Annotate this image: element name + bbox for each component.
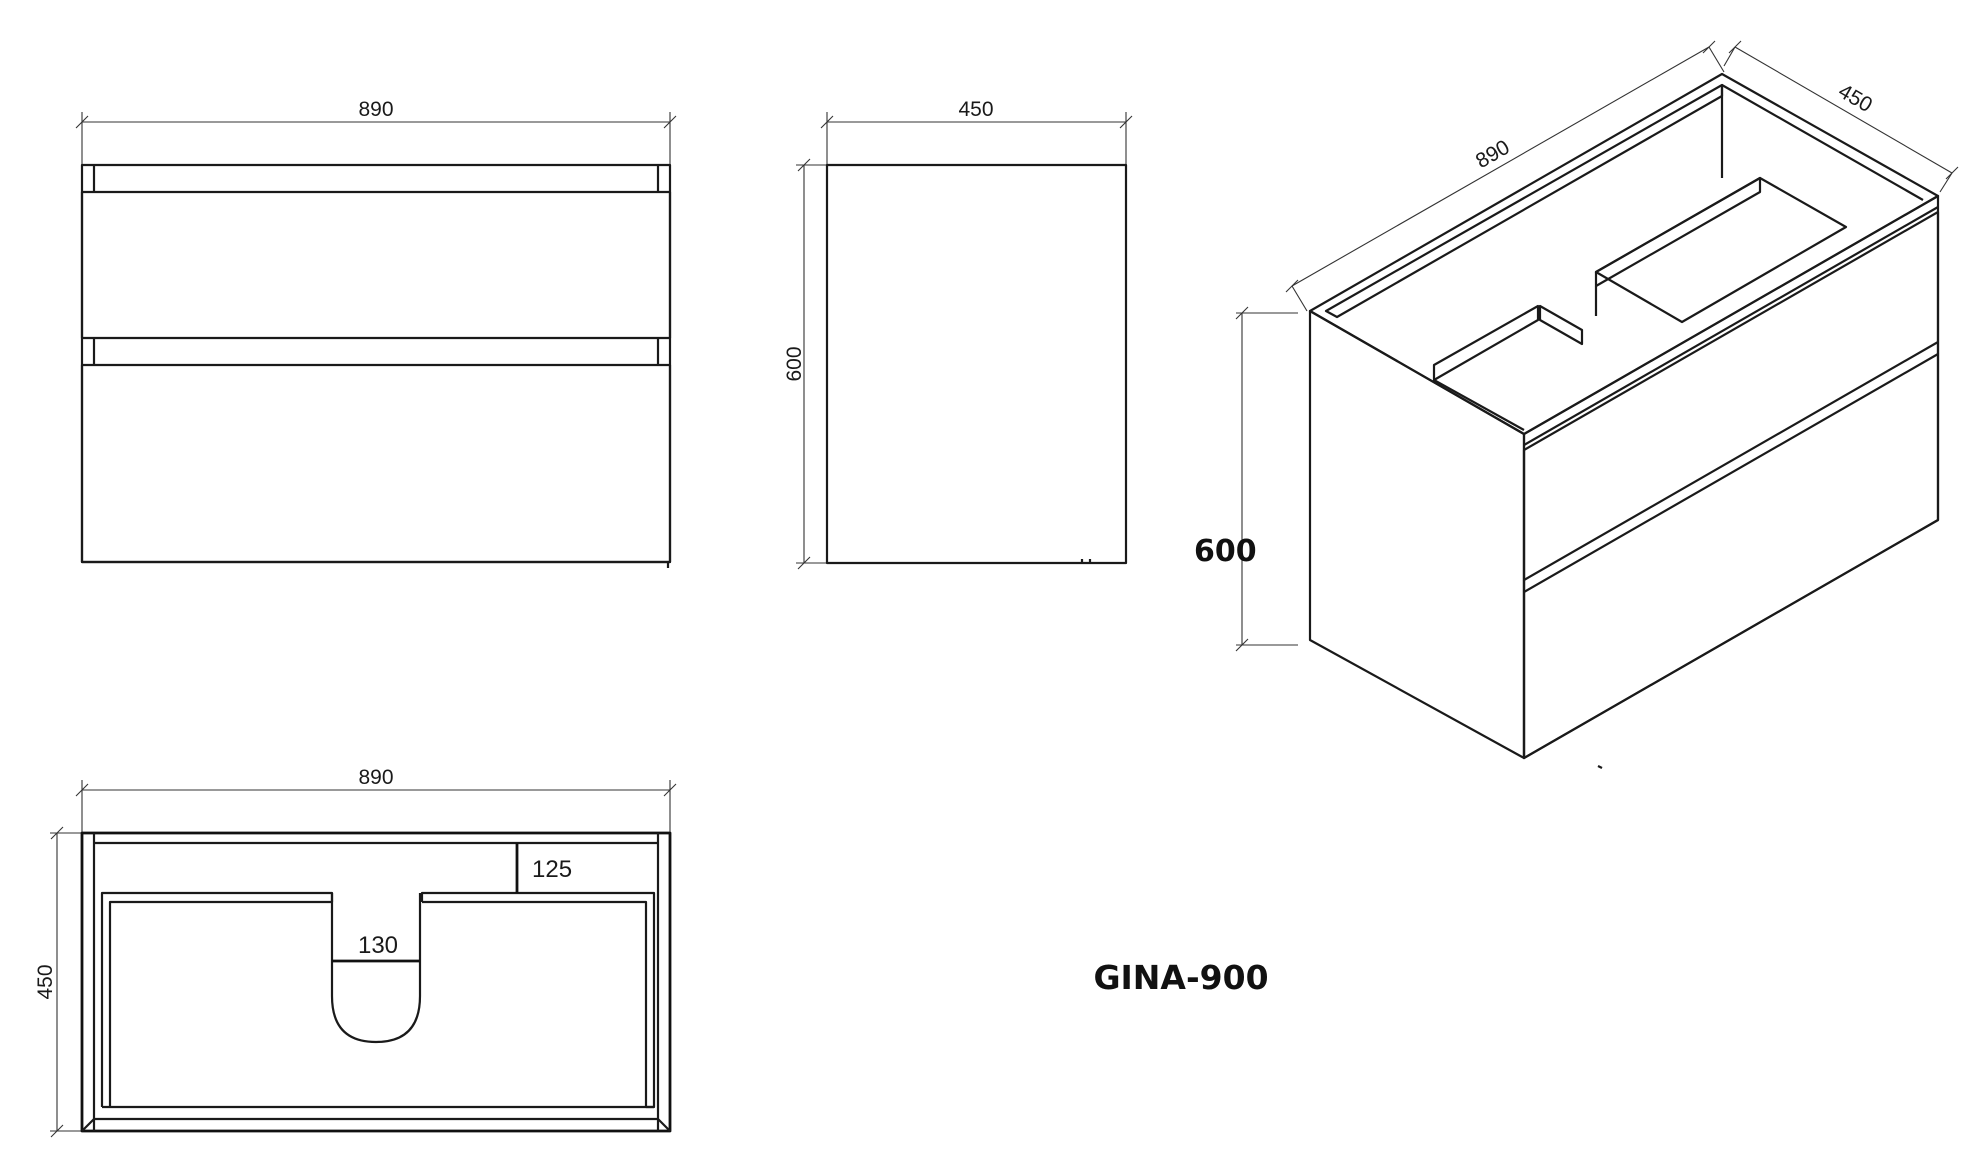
- side-depth-dimension: 450: [820, 98, 1133, 165]
- iso-lower-drawer-front: [1522, 352, 1940, 760]
- top-width-dimension: 890: [75, 766, 677, 836]
- front-view: 890: [75, 98, 677, 568]
- plumbing-cutout: [330, 893, 422, 1044]
- top-depth-dimension: 450: [34, 826, 82, 1138]
- top-view: 890 450 130 125: [34, 766, 677, 1138]
- front-cabinet-outline: [80, 163, 672, 564]
- cutout-width-label: 130: [358, 932, 398, 959]
- top-cabinet-outline: [80, 831, 672, 1133]
- top-depth-label: 450: [34, 964, 57, 999]
- iso-width-dimension: 890: [1285, 40, 1725, 312]
- top-width-label: 890: [358, 766, 393, 789]
- iso-width-label: 890: [1472, 136, 1514, 173]
- isometric-view: 890 450 600: [1194, 40, 1959, 769]
- side-depth-label: 450: [958, 98, 993, 121]
- iso-inner-drawer: [1432, 176, 1848, 431]
- iso-depth-dimension: 450: [1723, 40, 1959, 193]
- front-width-label: 890: [358, 98, 393, 121]
- side-height-dimension: 600: [783, 158, 827, 570]
- iso-top-rim: [1308, 72, 1940, 436]
- iso-height-label: 600: [1194, 534, 1257, 569]
- side-height-label: 600: [783, 346, 806, 381]
- iso-height-dimension: 600: [1194, 306, 1298, 652]
- side-view: 450 600: [783, 98, 1133, 570]
- upper-drawer-front: [80, 190, 672, 340]
- front-width-dimension: 890: [75, 98, 677, 165]
- lower-drawer-front: [80, 363, 672, 564]
- model-name: GINA-900: [1093, 958, 1268, 997]
- iso-inner-opening: [1324, 83, 1724, 319]
- side-panel-outline: [825, 163, 1128, 565]
- iso-depth-label: 450: [1834, 80, 1876, 117]
- iso-upper-drawer-front: [1522, 210, 1940, 582]
- iso-cabinet-body: [1308, 72, 1940, 760]
- shelf-depth-label: 125: [532, 856, 572, 883]
- iso-front-face: [1522, 194, 1940, 760]
- drawer-box-outline: [100, 891, 656, 1109]
- iso-side-panel: [1308, 309, 1526, 760]
